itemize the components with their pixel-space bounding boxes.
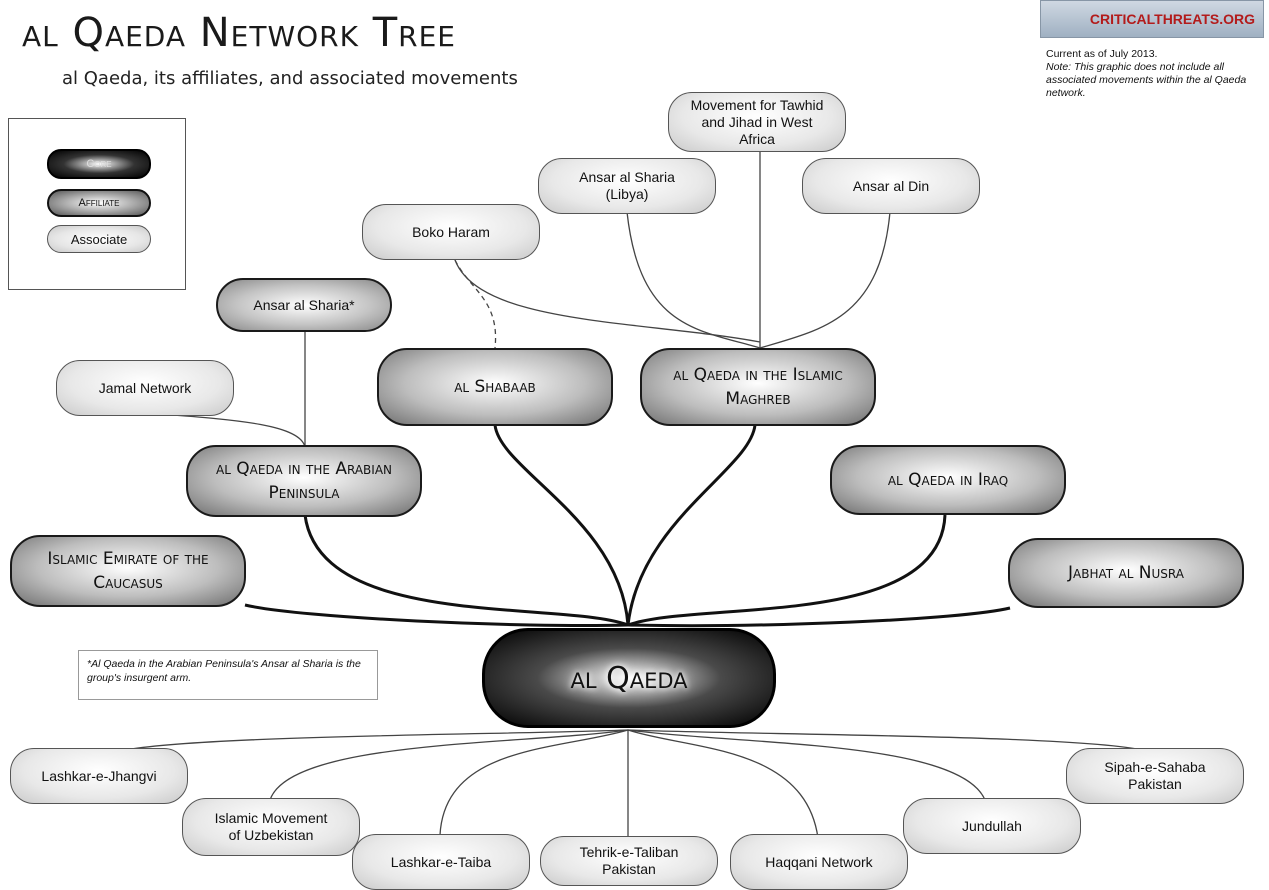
legend-core: Core	[47, 149, 151, 179]
logo-text: CRITICALTHREATS.ORG	[1089, 11, 1255, 27]
branch-caucasus	[244, 603, 629, 628]
disclaimer-note: Note: This graphic does not include all …	[1046, 61, 1247, 99]
diagram-subtitle: al Qaeda, its affiliates, and associated…	[62, 68, 518, 89]
legend-associate-label: Associate	[70, 231, 128, 247]
node-aqim: al Qaeda in the Islamic Maghreb	[640, 348, 876, 426]
line-boko-aqim	[454, 259, 761, 343]
node-al-qaeda-label: al Qaeda	[570, 660, 688, 696]
legend-affiliate-label: Affiliate	[78, 197, 120, 209]
line-jamal	[159, 413, 306, 448]
node-caucasus: Islamic Emirate of the Caucasus	[10, 535, 246, 607]
line-ansar-libya	[626, 211, 761, 349]
line-ssp	[627, 729, 1151, 753]
node-aqap: al Qaeda in the Arabian Peninsula	[186, 445, 422, 517]
note-box: Current as of July 2013. Note: This grap…	[1046, 48, 1264, 100]
line-imu	[269, 729, 629, 801]
line-haqqani	[627, 729, 819, 839]
legend-affiliate: Affiliate	[47, 189, 151, 217]
line-boko-shabaab	[454, 259, 497, 349]
line-lej	[104, 729, 629, 756]
node-ansar-al-din: Ansar al Din	[802, 158, 980, 214]
node-boko-haram: Boko Haram	[362, 204, 540, 260]
current-as-of: Current as of July 2013.	[1046, 48, 1158, 60]
branch-aqap	[303, 514, 629, 627]
node-mujao: Movement for Tawhid and Jihad in West Af…	[668, 92, 846, 152]
legend-core-label: Core	[86, 158, 112, 170]
node-al-qaeda: al Qaeda	[482, 628, 776, 728]
line-jundullah	[627, 729, 986, 801]
node-al-shabaab: al Shabaab	[377, 348, 613, 426]
footnote: *Al Qaeda in the Arabian Peninsula's Ans…	[78, 650, 378, 700]
node-haqqani-network: Haqqani Network	[730, 834, 908, 890]
node-jundullah: Jundullah	[903, 798, 1081, 854]
diagram-title: al Qaeda Network Tree	[22, 10, 456, 56]
node-ansar-al-sharia-aqap: Ansar al Sharia*	[216, 278, 392, 332]
node-jamal-network: Jamal Network	[56, 360, 234, 416]
node-aqi: al Qaeda in Iraq	[830, 445, 1066, 515]
node-jabhat-al-nusra: Jabhat al Nusra	[1008, 538, 1244, 608]
line-let	[439, 729, 629, 836]
branch-aqim	[626, 424, 757, 626]
branch-aqi	[627, 514, 947, 627]
line-ansar-din	[759, 211, 891, 349]
branch-nusra	[627, 606, 1011, 628]
node-sipah-e-sahaba: Sipah-e-Sahaba Pakistan	[1066, 748, 1244, 804]
branch-shabaab	[493, 424, 630, 626]
node-ansar-al-sharia-libya: Ansar al Sharia (Libya)	[538, 158, 716, 214]
node-imu: Islamic Movement of Uzbekistan	[182, 798, 360, 856]
legend-associate: Associate	[47, 225, 151, 253]
node-lashkar-e-taiba: Lashkar-e-Taiba	[352, 834, 530, 890]
criticalthreats-logo: CRITICALTHREATS.ORG	[1040, 0, 1264, 38]
legend: Core Affiliate Associate	[8, 118, 186, 290]
node-ttp: Tehrik-e-Taliban Pakistan	[540, 836, 718, 886]
node-lashkar-e-jhangvi: Lashkar-e-Jhangvi	[10, 748, 188, 804]
